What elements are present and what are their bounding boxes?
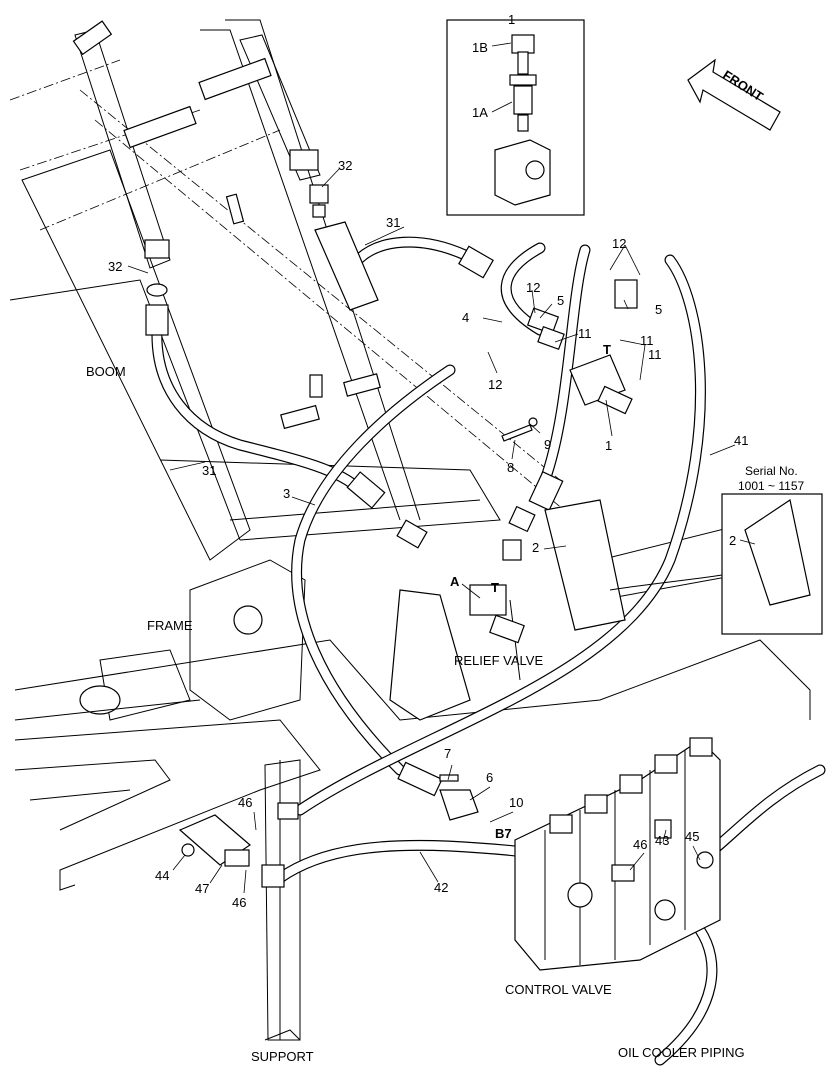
arm-clamps bbox=[72, 20, 321, 269]
label-1b: 1B bbox=[472, 40, 488, 55]
label-3: 3 bbox=[283, 486, 290, 501]
label-9: 9 bbox=[544, 437, 551, 452]
label-31-left: 31 bbox=[202, 463, 216, 478]
label-support: SUPPORT bbox=[251, 1049, 314, 1064]
label-11-a: 11 bbox=[578, 326, 592, 341]
label-4: 4 bbox=[462, 310, 469, 325]
label-6: 6 bbox=[486, 770, 493, 785]
label-42: 42 bbox=[434, 880, 448, 895]
label-2-main: 2 bbox=[532, 540, 539, 555]
label-46-top: 46 bbox=[238, 795, 252, 810]
text-labels: 1 1B 1A FRONT 32 32 31 31 12 12 12 5 5 1… bbox=[86, 12, 805, 1064]
label-boom: BOOM bbox=[86, 364, 126, 379]
label-frame: FRAME bbox=[147, 618, 193, 633]
label-11-b: 11 bbox=[640, 333, 654, 348]
label-t-relief: T bbox=[491, 580, 499, 595]
serial-inset bbox=[609, 493, 823, 635]
label-12-b: 12 bbox=[526, 280, 540, 295]
label-relief-valve: RELIEF VALVE bbox=[454, 653, 543, 668]
leader-lines bbox=[127, 42, 756, 894]
label-7: 7 bbox=[444, 746, 451, 761]
label-serial-range: 1001 ~ 1157 bbox=[738, 479, 805, 493]
label-12-c: 12 bbox=[488, 377, 502, 392]
label-32-left: 32 bbox=[108, 259, 122, 274]
label-44: 44 bbox=[155, 868, 169, 883]
hoses bbox=[151, 236, 826, 1066]
label-45: 45 bbox=[685, 829, 699, 844]
label-oil-cooler: OIL COOLER PIPING bbox=[618, 1045, 745, 1060]
label-46-right: 46 bbox=[633, 837, 647, 852]
boom-structure bbox=[9, 19, 601, 561]
front-arrow bbox=[687, 58, 781, 131]
label-8: 8 bbox=[507, 460, 514, 475]
label-12-a: 12 bbox=[612, 236, 626, 251]
label-1a: 1A bbox=[472, 105, 488, 120]
label-control-valve: CONTROL VALVE bbox=[505, 982, 612, 997]
label-31-top: 31 bbox=[386, 215, 400, 230]
fittings bbox=[144, 184, 721, 971]
label-46-bottom: 46 bbox=[232, 895, 246, 910]
label-t-upper: T bbox=[603, 342, 611, 357]
label-5-a: 5 bbox=[557, 293, 564, 308]
label-11-c: 11 bbox=[648, 347, 662, 362]
label-serial-no: Serial No. bbox=[745, 464, 798, 478]
label-2-serial: 2 bbox=[729, 533, 736, 548]
label-b7: B7 bbox=[495, 826, 512, 841]
label-43: 43 bbox=[655, 833, 669, 848]
label-a: A bbox=[450, 574, 460, 589]
label-32-top: 32 bbox=[338, 158, 352, 173]
inset-valve-detail bbox=[446, 19, 585, 216]
label-10: 10 bbox=[509, 795, 523, 810]
label-1: 1 bbox=[605, 438, 612, 453]
label-47: 47 bbox=[195, 881, 209, 896]
label-41: 41 bbox=[734, 433, 748, 448]
label-inset-1: 1 bbox=[508, 12, 515, 27]
label-5-b: 5 bbox=[655, 302, 662, 317]
